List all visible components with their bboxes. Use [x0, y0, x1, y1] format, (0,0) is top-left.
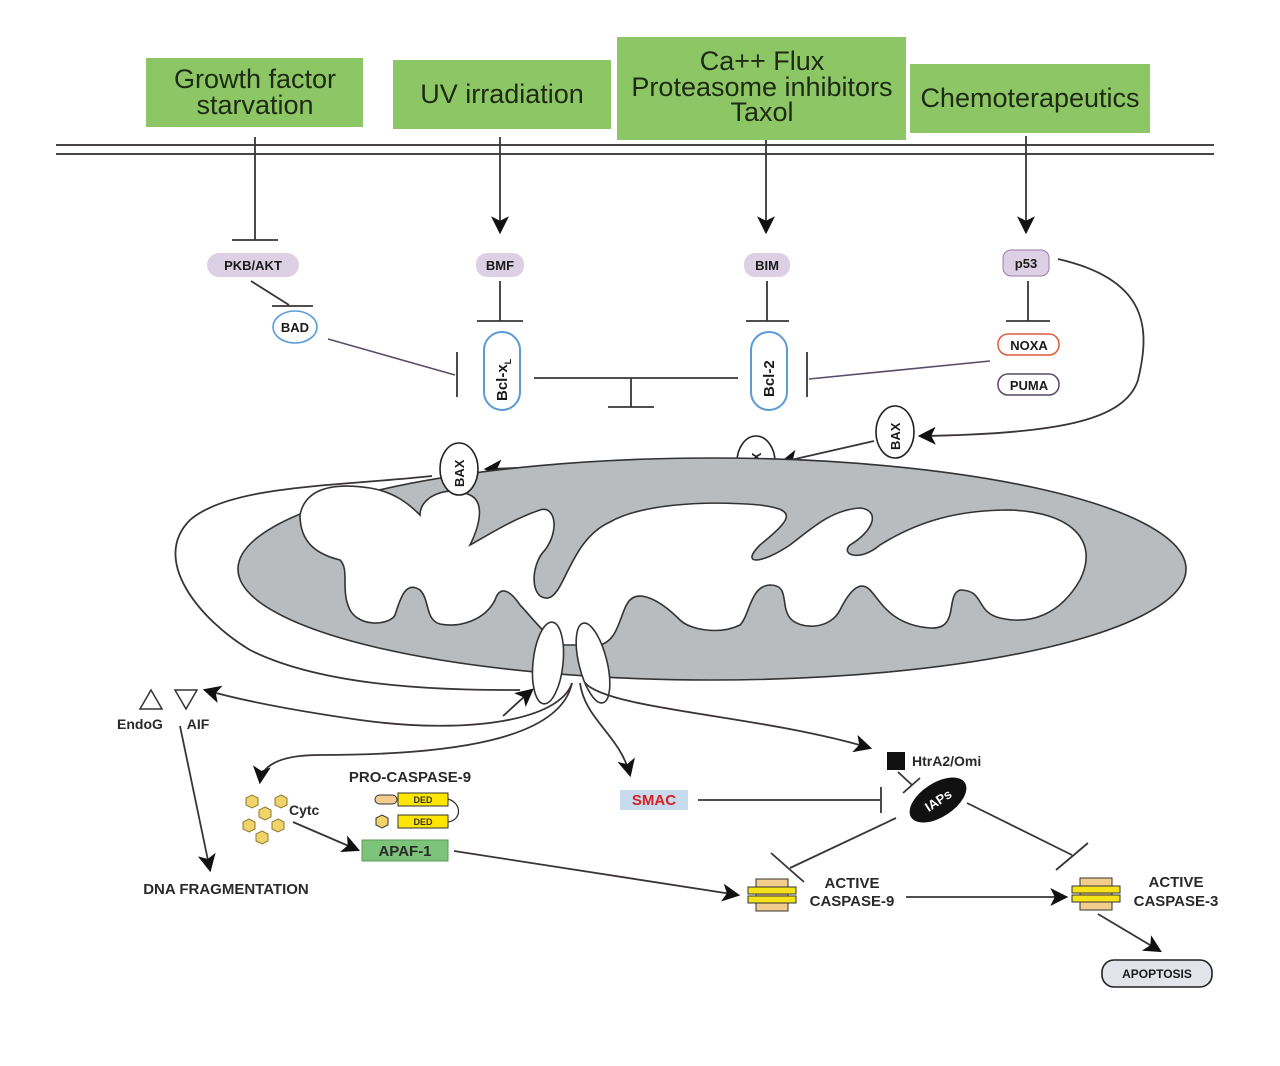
activation-arrow [779, 440, 875, 468]
inhibition-line [327, 338, 456, 376]
node-smac: SMAC [620, 790, 688, 810]
node-label: PKB/AKT [224, 258, 282, 273]
node-label: Cytc [289, 802, 320, 818]
node-bad: BAD [272, 310, 318, 344]
release-arrow [502, 688, 534, 717]
caspase3-to-apoptosis-arrow [1097, 913, 1162, 953]
inhibition-line [808, 360, 991, 380]
outer-membrane-curve [174, 475, 521, 691]
p53-to-bax-arrow [917, 258, 1145, 445]
node-active-caspase-9: ACTIVE CASPASE-9 [747, 875, 895, 912]
dna-fragmentation-arrow [179, 725, 216, 873]
inhibition-bar [1055, 842, 1089, 871]
node-active-caspase-3: ACTIVE CASPASE-3 [1071, 874, 1219, 911]
node-bax: BAX [439, 442, 479, 496]
mitochondrial-pore [531, 621, 611, 705]
node-label: APOPTOSIS [1122, 967, 1192, 981]
node-label: NOXA [1010, 338, 1048, 353]
node-label: AIF [187, 716, 210, 732]
inhibition-bar [770, 852, 805, 883]
stimulus-label-line: Ca++ Flux [700, 46, 825, 76]
node-apaf1: APAF-1 [361, 839, 449, 862]
triangle-down-icon [173, 689, 199, 711]
stimulus-uv-irradiation: UV irradiation [393, 60, 611, 129]
smac-release-arrow [579, 682, 635, 778]
procaspase-9-label: PRO-CASPASE-9 [349, 769, 471, 786]
inhibition-bar [902, 777, 921, 794]
ded-label: DED [413, 817, 433, 827]
stimulus-ca-flux-proteasome-taxol: Ca++ Flux Proteasome inhibitors Taxol [617, 37, 906, 140]
node-p53: p53 [1002, 249, 1050, 277]
node-bax: BAX [875, 405, 915, 459]
apaf1-to-caspase9-arrow [453, 850, 741, 902]
node-noxa: NOXA [997, 333, 1060, 356]
node-endog: EndoG [117, 688, 164, 732]
cytc-release-arrow [252, 682, 573, 785]
stimulus-chemotherapeutics: Chemoterapeutics [910, 64, 1150, 133]
node-htra2-omi: HtrA2/Omi [887, 752, 981, 770]
node-cytc: Cytc [242, 794, 320, 845]
node-label: ACTIVE [1148, 874, 1203, 891]
node-label: Bcl-xL [494, 358, 513, 401]
procaspase-9-complex: DED DED [374, 792, 460, 829]
stimulus-label-line: UV irradiation [420, 79, 584, 109]
node-puma: PUMA [997, 373, 1060, 396]
inhibition-line [897, 771, 913, 786]
mitochondrion [237, 457, 1187, 681]
dna-fragmentation-label: DNA FRAGMENTATION [143, 881, 309, 898]
htra2-release-arrow [584, 682, 873, 753]
node-label: HtrA2/Omi [912, 753, 981, 769]
aif-release-arrow [202, 682, 573, 727]
stimulus-label-line: starvation [196, 90, 313, 120]
node-label: p53 [1015, 256, 1037, 271]
node-iaps: IAPs [909, 777, 967, 823]
node-pkb-akt: PKB/AKT [207, 253, 299, 277]
node-label: Bcl-2 [761, 360, 778, 397]
iaps-inhibit-caspase3-line [966, 802, 1073, 856]
node-label: CASPASE-3 [1134, 893, 1219, 910]
node-bcl-xl: Bcl-xL [483, 331, 521, 411]
node-label: BAX [452, 459, 467, 487]
node-label: BAX [888, 422, 903, 450]
node-bim: BIM [744, 253, 790, 277]
node-apoptosis: APOPTOSIS [1101, 959, 1213, 988]
node-aif: AIF [173, 689, 210, 732]
node-bcl-2: Bcl-2 [750, 331, 788, 411]
node-label: SMAC [632, 792, 676, 809]
node-label: BIM [755, 258, 779, 273]
node-label: ACTIVE [824, 875, 879, 892]
iaps-inhibit-caspase9-line [789, 817, 897, 869]
node-label: APAF-1 [378, 843, 431, 860]
triangle-up-icon [138, 688, 164, 710]
node-label: PUMA [1010, 378, 1049, 393]
node-label: BAD [281, 320, 309, 335]
node-label: EndoG [117, 716, 163, 732]
stimulus-label-line: Chemoterapeutics [920, 83, 1139, 113]
node-bmf: BMF [476, 253, 524, 277]
inhibition-line [250, 280, 290, 306]
ded-label: DED [413, 795, 433, 805]
node-label: CASPASE-9 [810, 893, 895, 910]
cytc-to-apaf1-arrow [292, 821, 361, 853]
cell-membrane [56, 144, 1214, 155]
stimulus-label-line: Proteasome inhibitors [631, 72, 892, 102]
stimulus-label-line: Growth factor [174, 64, 336, 94]
node-label: BMF [486, 258, 514, 273]
stimulus-growth-factor-starvation: Growth factor starvation [146, 58, 363, 127]
stimulus-label-line: Taxol [730, 97, 793, 127]
